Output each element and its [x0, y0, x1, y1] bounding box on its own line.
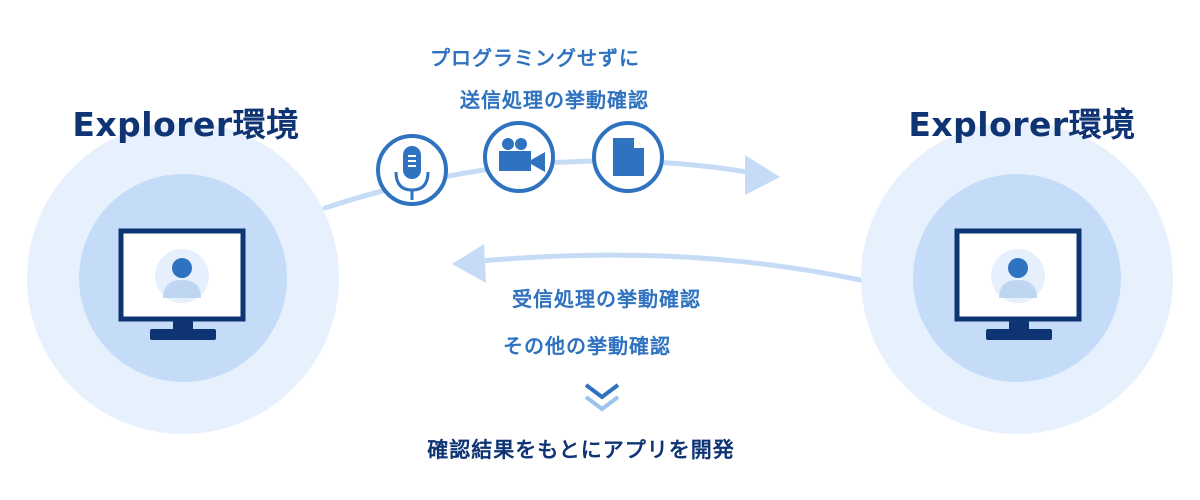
user-icon — [155, 249, 209, 303]
send-caption-line2: 送信処理の挙動確認 — [460, 88, 649, 112]
right-environment-title: Explorer環境 — [908, 105, 1136, 144]
left-environment-title: Explorer環境 — [72, 105, 300, 144]
send-caption-line1: プログラミングせずに — [430, 46, 640, 70]
other-caption: その他の挙動確認 — [503, 334, 671, 358]
result-caption: 確認結果をもとにアプリを開発 — [427, 438, 735, 462]
user-icon — [991, 249, 1045, 303]
receive-arrow-head — [452, 244, 486, 283]
monitor-icon — [954, 228, 1082, 340]
receive-caption: 受信処理の挙動確認 — [512, 287, 701, 311]
receive-arrow-line — [467, 252, 863, 283]
left-environment — [27, 122, 339, 434]
document-icon — [592, 121, 664, 193]
right-environment — [861, 122, 1173, 434]
send-arrow-head — [745, 155, 780, 195]
video-camera-icon — [483, 121, 555, 193]
microphone-icon — [376, 134, 448, 206]
result-caption-row: 確認結果をもとにアプリを開発 — [0, 434, 1200, 464]
double-chevron-down-icon — [584, 383, 620, 412]
